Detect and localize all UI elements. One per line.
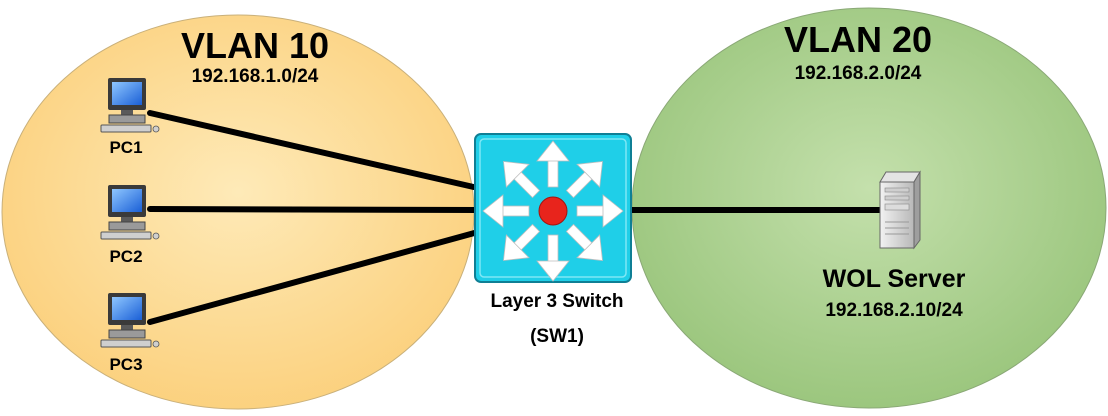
link-pc2-sw1 — [147, 206, 481, 213]
server-icon — [879, 170, 921, 250]
server-ip: 192.168.2.10/24 — [825, 300, 963, 321]
link-pc3-sw1 — [147, 229, 481, 325]
pc1[interactable]: PC1 — [100, 77, 160, 157]
vlan10-title: VLAN 10 — [181, 25, 329, 66]
vlan20-subnet: 192.168.2.0/24 — [795, 63, 922, 84]
server-name: WOL Server — [823, 265, 966, 293]
pc2[interactable]: PC2 — [100, 184, 160, 266]
pc1-label: PC1 — [109, 138, 142, 157]
link-pc1-sw1 — [147, 110, 481, 191]
vlan10-subnet: 192.168.1.0/24 — [192, 66, 319, 87]
wol-server[interactable]: WOL Server 192.168.2.10/24 — [823, 170, 966, 321]
links — [147, 110, 883, 325]
pc2-label: PC2 — [109, 247, 142, 266]
pc3[interactable]: PC3 — [100, 292, 160, 374]
switch-label-line1: Layer 3 Switch — [490, 291, 623, 312]
switch-label-line2: (SW1) — [530, 326, 584, 347]
layer3-switch-icon — [474, 133, 632, 283]
layer3-switch[interactable]: Layer 3 Switch (SW1) — [474, 133, 632, 347]
vlan20-title: VLAN 20 — [784, 19, 932, 60]
pc3-label: PC3 — [109, 355, 142, 374]
